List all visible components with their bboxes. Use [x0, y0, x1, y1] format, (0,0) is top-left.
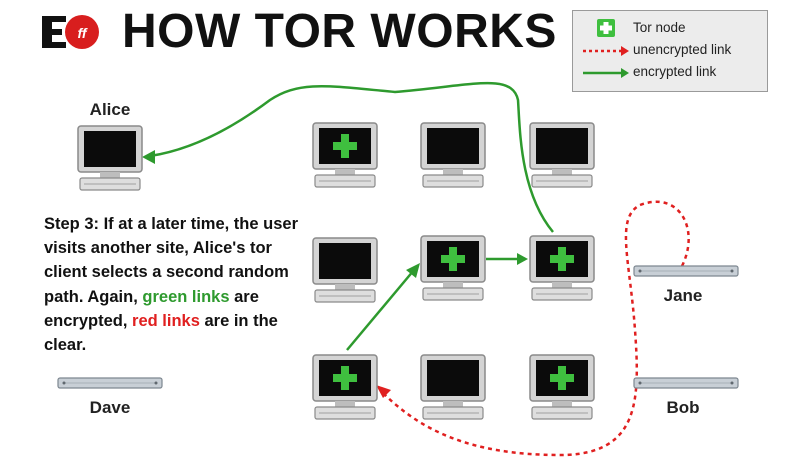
- computer-r1c3: [529, 122, 595, 188]
- legend-label-unencrypted: unencrypted link: [633, 42, 732, 57]
- bob-server: [633, 377, 739, 389]
- arrowhead-node-c: [517, 253, 528, 265]
- tor-node-r2c3: [529, 235, 595, 301]
- dave-server: [57, 377, 163, 389]
- alice-computer: [77, 125, 143, 191]
- link-green-node-to-alice: [149, 81, 554, 233]
- step-description: Step 3: If at a later time, the user vis…: [44, 212, 314, 357]
- dave-label: Dave: [90, 398, 131, 417]
- legend-label-encrypted: encrypted link: [633, 64, 717, 79]
- link-green-node-a-to-b: [346, 269, 415, 351]
- legend-green-arrow: [583, 68, 629, 78]
- arrowhead-alice: [142, 150, 155, 164]
- tor-node-r3c3: [529, 354, 595, 420]
- tor-node-r2c2: [420, 235, 486, 301]
- green-links-text: green links: [142, 287, 230, 306]
- step-middle-text: are encrypted,: [44, 287, 259, 330]
- jane-server: [633, 265, 739, 277]
- tor-node-r3c1: [312, 354, 378, 420]
- tor-node-r1c1: [312, 122, 378, 188]
- computer-r3c2: [420, 354, 486, 420]
- jane-label: Jane: [664, 286, 703, 305]
- legend: Tor node unencrypted link encrypted link: [572, 10, 768, 92]
- svg-text:ff: ff: [77, 25, 87, 41]
- eff-logo: ff: [42, 15, 99, 49]
- arrowhead-node-b: [406, 263, 420, 278]
- page-title: HOW TOR WORKS: [122, 5, 557, 58]
- legend-symbols: [583, 19, 629, 78]
- legend-dotted-red-arrow: [583, 46, 629, 56]
- legend-node-icon: [597, 19, 615, 37]
- computer-r2c1: [312, 237, 378, 303]
- step-end-text: are in the clear.: [44, 311, 278, 355]
- step-intro-text: Step 3: If at a later time, the user vis…: [44, 215, 298, 306]
- arrowhead-node-a: [376, 385, 391, 398]
- alice-label: Alice: [90, 100, 131, 119]
- bob-label: Bob: [666, 398, 699, 417]
- red-links-text: red links: [132, 311, 200, 330]
- legend-label-node: Tor node: [633, 20, 686, 35]
- computer-r1c2: [420, 122, 486, 188]
- link-red-jane-to-node-a: [381, 200, 690, 457]
